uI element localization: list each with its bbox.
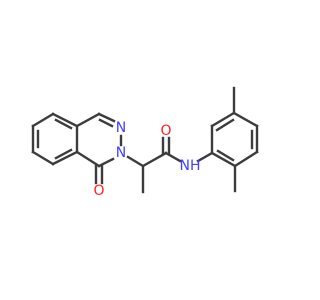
bond-benzo-inner-3	[54, 118, 73, 130]
oxygen-atom-label: O	[160, 123, 171, 139]
bond-ring-ch-n-double	[97, 112, 116, 123]
bond-ring-c-c	[75, 150, 101, 168]
bond-benzo-inner-2	[54, 148, 73, 160]
bond-benzo-1	[31, 112, 55, 128]
bond-carbonyl-nh	[164, 151, 182, 163]
bond-aryl-6	[210, 151, 237, 168]
bond-ring-ch-n-double-inner	[98, 118, 114, 128]
bond-ring-c-ch	[75, 112, 101, 128]
bond-nh-aryl	[196, 151, 214, 163]
nh-atom-label: NH	[180, 158, 201, 174]
nitrogen-atom-label: N	[116, 145, 126, 161]
bond-aryl-inner-3	[216, 149, 235, 162]
diagram-background	[0, 0, 300, 300]
bond-benzo-4	[51, 150, 79, 166]
bond-aryl-inner-1	[215, 118, 235, 132]
bond-aryl-5	[233, 150, 259, 168]
nitrogen-atom-label: N	[116, 120, 126, 136]
bond-aryl-3	[232, 111, 259, 128]
bond-n-ch	[126, 155, 145, 168]
bond-ch-carbonyl	[141, 151, 168, 168]
bond-layer	[31, 86, 259, 194]
atom-label-layer: N N O O NH	[93, 120, 200, 199]
bond-benzo-3	[31, 150, 55, 166]
bond-aryl-2	[210, 111, 236, 128]
molecule-structure-diagram: N N O O NH	[0, 0, 300, 300]
bond-benzo-6	[51, 112, 79, 128]
oxygen-atom-label: O	[93, 183, 104, 199]
